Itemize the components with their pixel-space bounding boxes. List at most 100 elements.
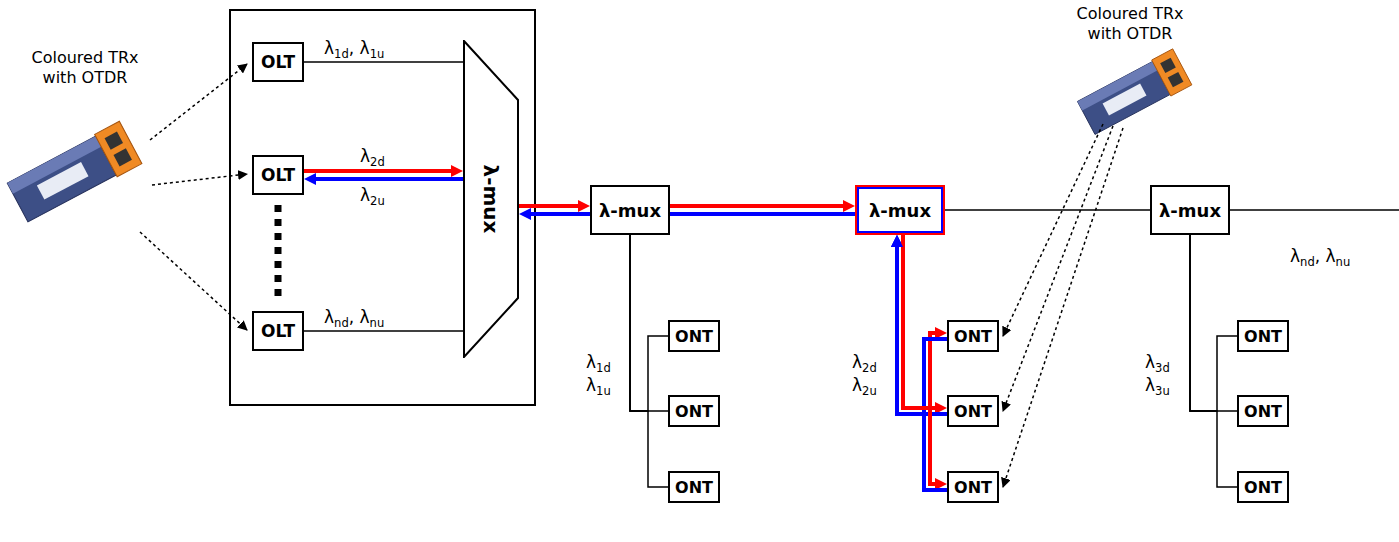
fiber-path xyxy=(630,235,668,411)
subscript: 2u xyxy=(370,194,385,208)
bidirectional-link xyxy=(304,171,463,179)
subscript: 2u xyxy=(862,384,877,398)
ont-box: ONT xyxy=(947,395,999,427)
fiber-link xyxy=(1190,235,1237,487)
fiber-path xyxy=(903,235,939,408)
node-label: λ-mux xyxy=(1159,200,1221,221)
subscript: 2d xyxy=(862,361,877,375)
transceiver-icon xyxy=(6,121,142,223)
ont-box: ONT xyxy=(947,320,999,352)
fiber-path xyxy=(304,330,463,332)
node-label: ONT xyxy=(954,402,992,421)
ont-box: ONT xyxy=(668,395,720,427)
fiber-path xyxy=(903,235,939,484)
bidirectional-link xyxy=(897,235,947,490)
subscript: 3u xyxy=(1155,384,1170,398)
subscript: 1u xyxy=(370,47,385,61)
olt-box: OLT xyxy=(252,42,304,82)
node-label: ONT xyxy=(1244,402,1282,421)
subscript: 2d xyxy=(370,155,385,169)
olt-box: OLT xyxy=(252,311,304,351)
mux-box: λ-mux xyxy=(855,185,945,235)
fiber-path xyxy=(897,243,947,490)
bidirectional-link xyxy=(519,206,590,214)
wavelength-label: λ1d xyxy=(584,352,613,373)
olt-rack xyxy=(230,10,535,405)
feeder-fiber-tail xyxy=(1226,209,1399,211)
fiber-path xyxy=(630,235,668,487)
wavelength-label: λ1u xyxy=(584,375,613,396)
node-label: λ-mux xyxy=(869,200,931,221)
wavelength-label: λ2d xyxy=(850,352,879,373)
subscript: nu xyxy=(370,316,385,330)
subscript: 1d xyxy=(334,47,349,61)
wavelength-label: λ2u xyxy=(850,375,879,396)
mux-box: λ-mux xyxy=(1150,185,1230,235)
fiber-link xyxy=(630,235,668,411)
wavelength-label: λ3u xyxy=(1143,375,1172,396)
fiber-path xyxy=(945,209,1150,211)
fiber-link xyxy=(304,62,463,63)
fiber-path xyxy=(312,177,463,181)
node-label: ONT xyxy=(1244,327,1282,346)
node-label: ONT xyxy=(1244,478,1282,497)
subscript: nd xyxy=(334,316,349,330)
wavelength-label: λnd, λnu xyxy=(322,307,386,328)
wavelength-label: λ2u xyxy=(358,185,387,206)
transceiver-caption: Coloured TRx with OTDR xyxy=(1068,4,1192,44)
node-label: ONT xyxy=(675,478,713,497)
otdr-leader-lines xyxy=(140,64,1123,487)
fiber-path xyxy=(903,235,939,408)
ont-box: ONT xyxy=(1237,395,1289,427)
subscript: 3d xyxy=(1155,361,1170,375)
fiber-path xyxy=(1190,235,1237,411)
fiber-path xyxy=(670,212,855,216)
node-label: ONT xyxy=(675,327,713,346)
node-label: λ-mux xyxy=(599,200,661,221)
bidirectional-link xyxy=(670,206,855,214)
wavelength-label: λnd, λnu xyxy=(1288,246,1352,267)
node-label: OLT xyxy=(261,165,295,185)
node-label: ONT xyxy=(954,327,992,346)
ont-box: ONT xyxy=(668,471,720,503)
wavelength-label: λ1d, λ1u xyxy=(322,38,386,59)
ont-box: ONT xyxy=(1237,320,1289,352)
fiber-link xyxy=(630,235,668,411)
fiber-path xyxy=(527,212,590,216)
subscript: 1u xyxy=(596,384,611,398)
subscript: nu xyxy=(1336,255,1351,269)
transceiver-caption: Coloured TRx with OTDR xyxy=(14,48,156,88)
subscript: nd xyxy=(1300,255,1315,269)
fiber-path xyxy=(1190,235,1237,411)
fiber-path xyxy=(519,204,582,208)
transceiver-icon xyxy=(1077,49,1192,136)
fiber-path xyxy=(1190,235,1237,487)
node-label: ONT xyxy=(954,478,992,497)
fiber-link xyxy=(1190,235,1237,411)
fiber-link xyxy=(1190,235,1237,411)
ont-box: ONT xyxy=(947,471,999,503)
node-label: ONT xyxy=(675,402,713,421)
node-label: OLT xyxy=(261,52,295,72)
fiber-link xyxy=(945,210,1150,211)
fiber-link xyxy=(304,331,463,332)
mux-box: λ-mux xyxy=(590,185,670,235)
node-label: OLT xyxy=(261,321,295,341)
ont-box: ONT xyxy=(668,320,720,352)
mux-trapezoid: λ-mux xyxy=(463,40,519,358)
fiber-path xyxy=(630,235,668,411)
subscript: 1d xyxy=(596,361,611,375)
fiber-path xyxy=(670,204,847,208)
olt-box: OLT xyxy=(252,155,304,195)
wavelength-label: λ2d xyxy=(358,146,387,167)
node-label: λ-mux xyxy=(479,165,503,234)
fiber-path xyxy=(304,169,455,173)
fiber-link xyxy=(630,235,668,487)
fiber-path xyxy=(304,61,463,63)
ont-box: ONT xyxy=(1237,471,1289,503)
more-olts-dots xyxy=(275,205,282,300)
wavelength-label: λ3d xyxy=(1143,352,1172,373)
